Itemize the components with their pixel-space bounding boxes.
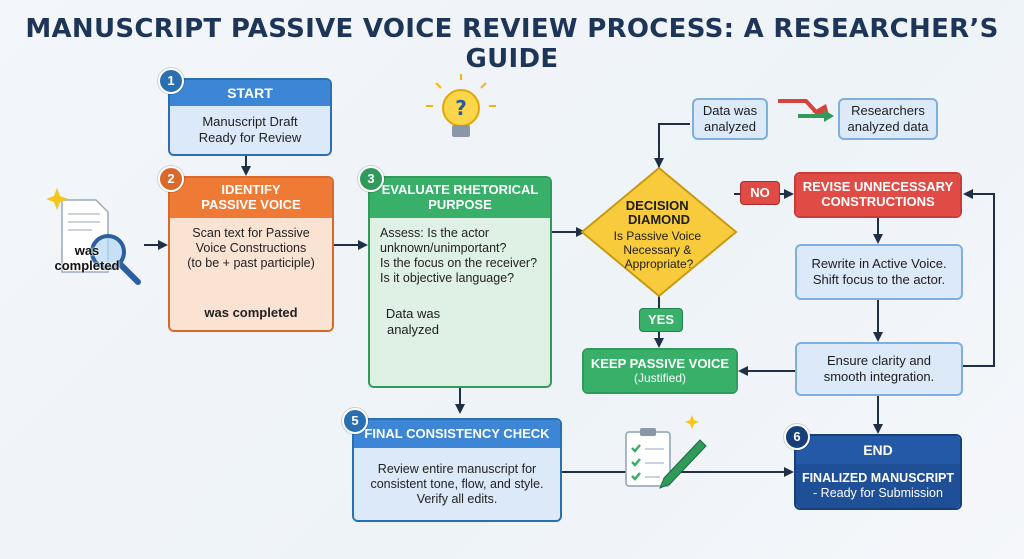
step-badge-5: 5 xyxy=(342,408,368,434)
end-box: END FINALIZED MANUSCRIPT - Ready for Sub… xyxy=(794,434,962,510)
passive-example-box: Data was analyzed xyxy=(692,98,768,140)
ensure-box: Ensure clarity and smooth integration. xyxy=(795,342,963,396)
decision-title: DECISION DIAMOND xyxy=(626,198,692,227)
active-example-box: Researchers analyzed data xyxy=(838,98,938,140)
svg-text:?: ? xyxy=(455,96,467,120)
end-header: END xyxy=(796,436,960,464)
keep-passive-box: KEEP PASSIVE VOICE (Justified) xyxy=(582,348,738,394)
arrow-ensure-revise xyxy=(963,189,995,367)
final-check-header: FINAL CONSISTENCY CHECK xyxy=(354,420,560,448)
clipboard-check-icon xyxy=(625,415,707,489)
evaluate-box: EVALUATE RHETORICAL PURPOSE Assess: Is t… xyxy=(368,176,552,388)
final-check-box: FINAL CONSISTENCY CHECK Review entire ma… xyxy=(352,418,562,522)
identify-box: IDENTIFY PASSIVE VOICE Scan text for Pas… xyxy=(168,176,334,332)
transform-arrow xyxy=(778,99,820,116)
identify-example: was completed xyxy=(204,305,298,320)
start-box: START Manuscript Draft Ready for Review xyxy=(168,78,332,156)
step-badge-6: 6 xyxy=(784,424,810,450)
start-header: START xyxy=(170,80,330,106)
no-label: NO xyxy=(740,181,780,205)
step-badge-3: 3 xyxy=(358,166,384,192)
page-title: MANUSCRIPT PASSIVE VOICE REVIEW PROCESS:… xyxy=(25,14,999,74)
step-badge-1: 1 xyxy=(158,68,184,94)
evaluate-example: Data was analyzed xyxy=(385,306,441,337)
example-label-left: was completed xyxy=(54,243,120,273)
revise-box: REVISE UNNECESSARY CONSTRUCTIONS xyxy=(794,172,962,218)
decision-question: Is Passive Voice Necessary & Appropriate… xyxy=(614,229,705,271)
yes-label: YES xyxy=(639,308,683,332)
step-badge-2: 2 xyxy=(158,166,184,192)
document-search-icon xyxy=(46,188,141,285)
rewrite-box: Rewrite in Active Voice. Shift focus to … xyxy=(795,244,963,300)
lightbulb-icon: ? xyxy=(426,74,496,137)
decision-diamond xyxy=(580,166,738,298)
